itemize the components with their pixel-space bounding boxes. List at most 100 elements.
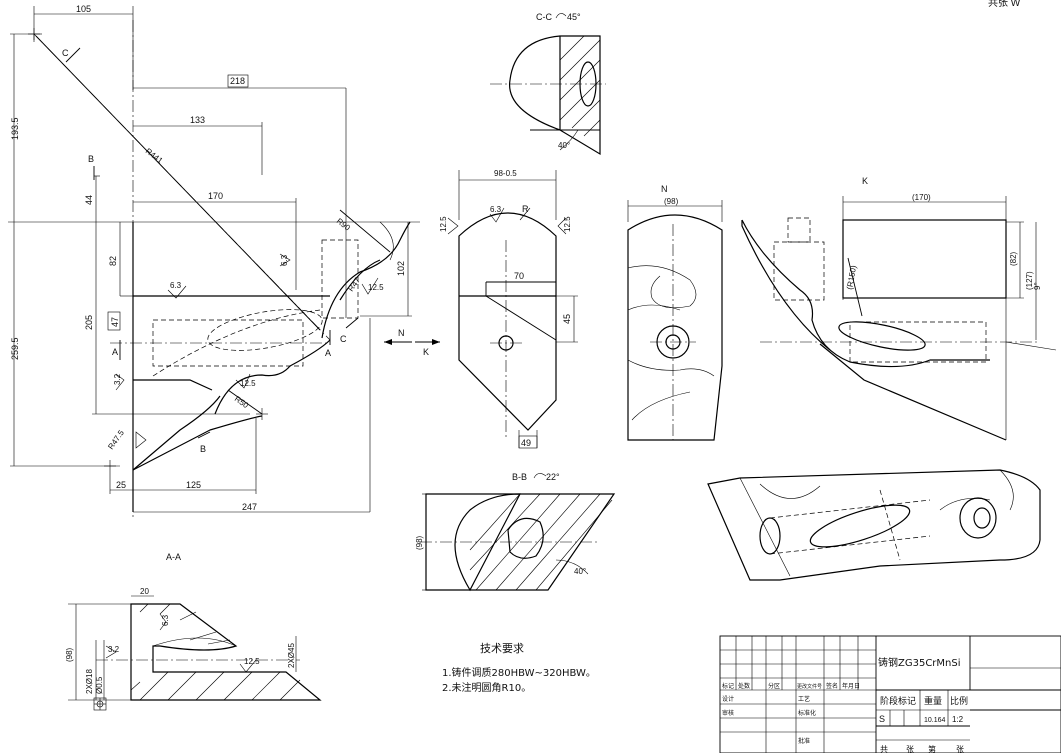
tb-scale-val: 1:2 [952,715,964,724]
label-b-top: B [88,154,94,164]
section-b-b: B-B 22° (98) 40° [415,472,616,592]
dim-133: 133 [190,115,205,125]
dim-25: 25 [116,480,126,490]
label-a-right: A [325,348,331,358]
tb-sheets: 张 [906,745,914,753]
aa-dim-2x45: 2XØ45 [287,643,296,668]
n-title: N [661,184,668,194]
tb-total: 共 [880,745,888,753]
tb-row-mark: 标记 [722,682,734,690]
cc-40: 40° [558,141,570,150]
technical-requirements: 技术要求 1.铸件调质280HBW~320HBW。 2.未注明圆角R10。 [442,642,596,694]
aa-rough-6-3: 6.3 [161,614,170,626]
front-dim-49: 49 [521,438,531,448]
label-n-main: N [398,328,405,338]
front-dim-70: 70 [514,271,524,281]
radius-441: R441 [144,146,165,165]
tech-req-line-2: 2.未注明圆角R10。 [442,681,531,694]
tb-design: 设计 [722,695,734,703]
dim-47: 47 [110,317,120,327]
aa-dim-20: 20 [140,587,149,596]
k-dim-82: (82) [1009,251,1018,266]
front-dim-98: 98-0.5 [494,169,517,178]
radius-47: R47 [346,276,362,294]
tech-req-title: 技术要求 [480,642,524,655]
view-k: K (170) (R150) (82) (127) 9° [741,176,1057,441]
tb-approve: 批准 [798,737,810,745]
title-block: 标记 处数 分区 更改文件号 签名 年月日 设计 标准化 审核 工艺 批准 铸钢… [719,635,1061,753]
tb-stage-val: S [879,714,885,724]
dim-205: 205 [84,315,94,330]
tb-standard: 标准化 [798,709,816,717]
dim-44: 44 [84,195,94,205]
dim-218: 218 [230,76,245,86]
tb-stage: 阶段标记 [880,695,916,707]
tb-row-doc: 更改文件号 [797,683,822,690]
dim-259-5: 259.5 [10,337,20,360]
tb-scale: 比例 [950,695,968,707]
view-n: N (98) [627,184,723,441]
tb-row-zone: 分区 [768,682,780,690]
front-rough-6-3: 6.3 [490,205,502,214]
k-radius-150: (R150) [845,264,858,290]
aa-dim-05: Ø0.5 [95,676,104,694]
dim-193-5: 193.5 [10,117,20,140]
tb-row-count: 处数 [738,682,750,690]
label-c-bottom: C [340,334,347,344]
dim-247: 247 [242,502,257,512]
k-title: K [862,176,868,186]
rough-6-3-main: 6.3 [170,281,182,290]
tb-review: 审核 [722,709,734,717]
cc-title: C-C [536,12,552,22]
dim-125: 125 [186,480,201,490]
tb-row-sign: 签名 [826,682,838,690]
front-rough-12-5-right: 12.5 [563,216,572,232]
rough-12-5-right: 12.5 [368,283,384,292]
label-a-left: A [112,347,118,357]
tb-sheet-no: 第 [928,744,936,753]
radius-90: R90 [335,216,353,232]
k-angle-9: 9° [1033,282,1042,290]
radius-50: R50 [233,394,251,410]
section-a-a: A-A 20 (98) 2XØ18 Ø0.5 [65,552,322,711]
aa-title: A-A [166,552,181,562]
tb-weight: 重量 [924,695,942,707]
tb-process: 工艺 [798,695,810,703]
label-b-bottom: B [200,444,206,454]
rough-6-3-right: 6.3 [280,254,289,266]
dim-105: 105 [76,4,91,14]
bb-40: 40° [574,567,586,576]
radius-47-5: R47.5 [106,428,126,451]
pictorial-view [707,469,1041,581]
label-k-main: K [423,347,429,357]
corner-text: 共张 W [988,0,1021,9]
dim-170: 170 [208,191,223,201]
aa-dim-2x18: 2XØ18 [85,669,94,694]
section-c-c: C-C 45° 40° [490,12,606,156]
cc-angle: 45° [567,12,581,22]
tb-sheet-unit: 张 [956,745,964,753]
front-view: 98-0.5 70 45 49 6.3 R 12.5 12.5 [439,169,578,449]
rough-12-5-bottom: 12.5 [240,379,256,388]
k-dim-127: (127) [1025,271,1034,290]
label-c-top: C [62,48,69,58]
tb-weight-val: 10.164 [924,717,946,724]
bb-title: B-B [512,472,527,482]
rough-3-2: 3.2 [113,373,122,385]
aa-rough-3-2: 3.2 [108,645,120,654]
tb-row-date: 年月日 [842,682,860,690]
n-dim-98: (98) [664,197,679,206]
bb-angle: 22° [546,472,560,482]
tb-material: 铸钢ZG35CrMnSi [878,656,961,669]
tech-req-line-1: 1.铸件调质280HBW~320HBW。 [442,666,596,679]
dim-82: 82 [108,256,118,266]
aa-dim-98: (98) [65,647,74,662]
dim-102: 102 [396,261,406,276]
front-radius: R [522,204,529,214]
front-dim-45: 45 [562,314,572,324]
bb-dim-98: (98) [415,535,424,550]
front-rough-12-5-left: 12.5 [439,216,448,232]
k-dim-170: (170) [912,193,931,202]
aa-rough-12-5: 12.5 [244,657,260,666]
